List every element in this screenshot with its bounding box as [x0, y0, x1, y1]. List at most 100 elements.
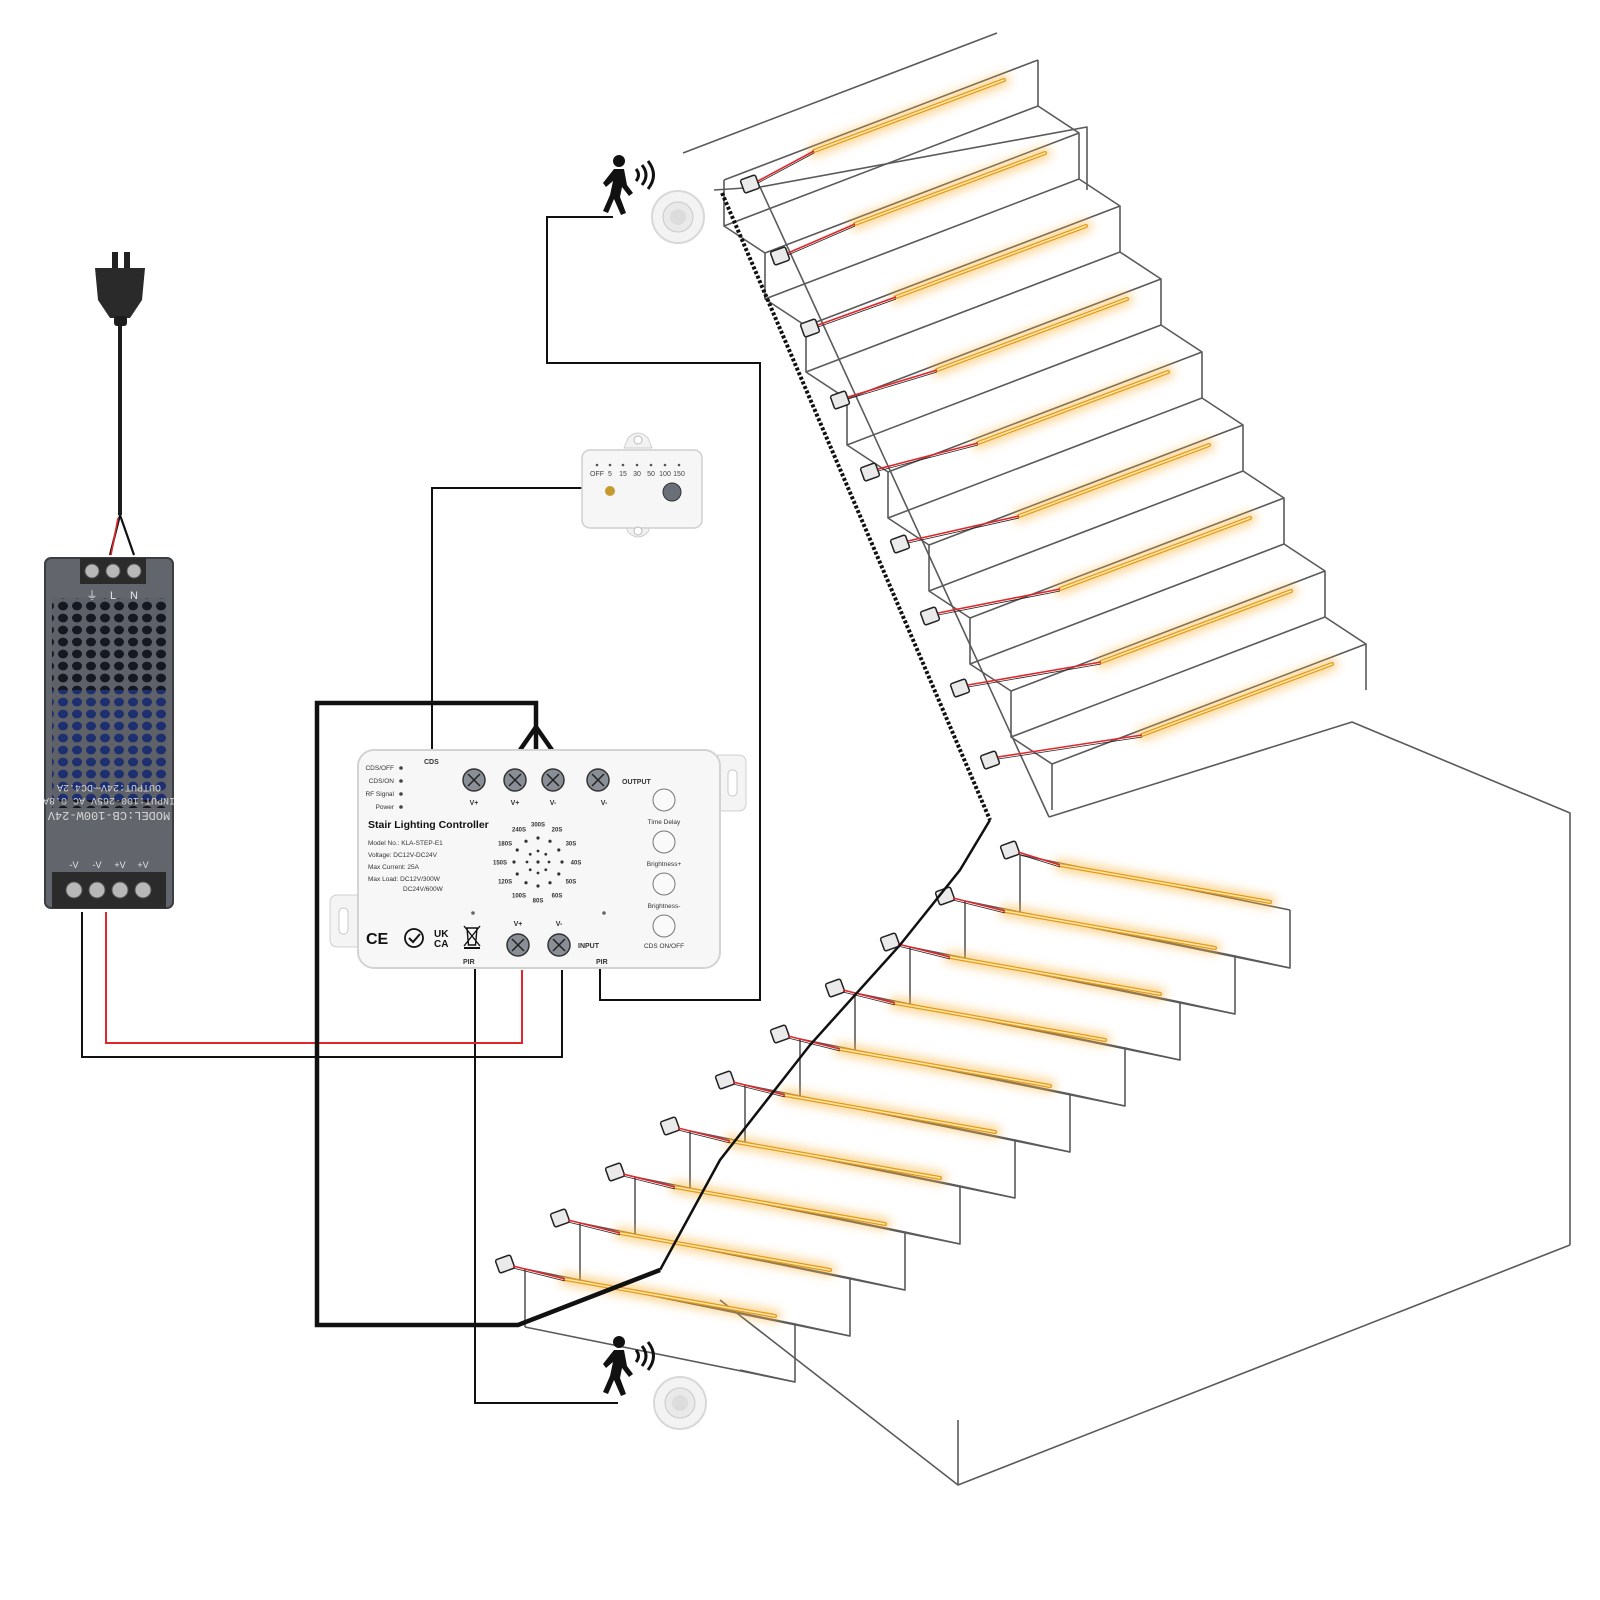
cds-toggle-button[interactable] — [652, 914, 676, 938]
brightness-up-label: Brightness+ — [647, 861, 682, 868]
psu-terminal-v4: +V — [137, 860, 148, 870]
status-label-cds-off: CDS/OFF — [365, 765, 394, 772]
led-strip — [808, 74, 1010, 157]
spec-model: Model No.: KLA-STEP-E1 — [368, 840, 443, 847]
wiring — [81, 216, 761, 1404]
landing — [1048, 721, 1571, 1245]
bottom-pir-wire — [474, 960, 618, 1404]
ce-mark: CE — [366, 931, 389, 948]
lower-flight-front-edge — [739, 910, 1291, 1383]
weee-bin-icon — [463, 925, 481, 949]
sensitivity-label: 15 — [619, 471, 627, 478]
cable-connector — [494, 1254, 516, 1274]
rohs-icon — [404, 928, 424, 948]
dial-label: 60S — [552, 893, 563, 899]
control-buttons: Time Delay Brightness+ Brightness- CDS O… — [644, 788, 684, 950]
output-junction-wire — [518, 723, 554, 752]
stair-lighting-controller: CDS/OFF CDS/ON RF Signal Power CDS V+ V+ — [329, 749, 747, 969]
bottom-pir-sensor — [603, 1336, 707, 1430]
led-strip — [724, 1135, 946, 1184]
light-sensor-wire — [431, 487, 585, 755]
sensitivity-label: 150 — [673, 471, 685, 478]
led-strip — [669, 1181, 891, 1230]
cable-connector — [979, 750, 1001, 770]
sensitivity-knob[interactable] — [662, 482, 682, 502]
input-terminal-label-negative: V- — [556, 921, 563, 928]
output-terminal-label-1: V+ — [470, 800, 479, 807]
brightness-up-button[interactable] — [652, 830, 676, 854]
led-strip — [1095, 585, 1297, 668]
led-strip — [972, 366, 1174, 449]
cable-connector — [999, 840, 1021, 860]
psu-terminal-v1: -V — [70, 860, 79, 870]
led-strip — [834, 1043, 1056, 1092]
top-pir-wire — [546, 216, 761, 1001]
led-strip — [1013, 439, 1215, 522]
psu-negative-wire — [81, 912, 563, 1058]
dial-label: 100S — [512, 893, 526, 899]
psu-terminal-v2: -V — [93, 860, 102, 870]
input-terminal-label-positive: V+ — [514, 921, 523, 928]
power-supply: ⏚ L N MODEL:CB-100W-24V INPUT:100-265V A… — [43, 557, 175, 909]
sensitivity-label: 30 — [633, 471, 641, 478]
certification-marks: CE UK CA — [366, 925, 481, 950]
cable-connector — [829, 390, 851, 410]
cable-connector — [769, 246, 791, 266]
led-strip — [889, 997, 1111, 1046]
pir-port-left-label: PIR — [463, 959, 475, 966]
input-label: INPUT — [578, 943, 600, 950]
output-label: OUTPUT — [622, 779, 652, 786]
step-led-strips — [559, 74, 1338, 1322]
cable-connector — [739, 174, 761, 194]
walking-person-icon — [603, 155, 655, 215]
led-strip — [890, 220, 1092, 303]
output-terminals: V+ V+ V- V- OUTPUT — [462, 768, 652, 807]
led-strip — [614, 1227, 836, 1276]
dial-label: 50S — [566, 880, 577, 886]
dial-label: 240S — [512, 828, 526, 834]
ukca-mark-top: UK — [434, 929, 449, 940]
dial-label: 30S — [566, 842, 577, 848]
psu-output-label: OUTPUT:24V⎓DC4.2A — [57, 781, 161, 792]
cable-connector — [604, 1162, 626, 1182]
led-strip — [931, 293, 1133, 376]
status-label-power: Power — [376, 804, 395, 811]
dial-label: 150S — [493, 861, 507, 867]
cable-connector — [659, 1116, 681, 1136]
psu-positive-wire — [105, 912, 523, 1044]
sensitivity-label: 5 — [608, 471, 612, 478]
pir-port-right-label: PIR — [596, 959, 608, 966]
cds-label: CDS — [424, 759, 439, 766]
led-strip — [944, 951, 1166, 1000]
dial-label: 300S — [531, 823, 545, 829]
time-delay-button[interactable] — [652, 788, 676, 812]
sensitivity-label: 50 — [647, 471, 655, 478]
dial-label: 120S — [498, 880, 512, 886]
power-plug — [95, 252, 145, 326]
psu-terminal-earth: ⏚ — [87, 589, 98, 602]
led-strip — [849, 147, 1051, 230]
dial-label: 180S — [498, 842, 512, 848]
sensitivity-label: OFF — [590, 471, 604, 478]
spec-current: Max Current: 25A — [368, 864, 420, 871]
psu-model-label: MODEL:CB-100W-24V — [47, 808, 170, 822]
led-strip — [1054, 512, 1256, 595]
brightness-down-label: Brightness- — [648, 903, 681, 910]
cable-connector — [879, 932, 901, 952]
brightness-down-button[interactable] — [652, 872, 676, 896]
status-label-cds-on: CDS/ON — [369, 778, 395, 785]
cable-connector — [769, 1024, 791, 1044]
status-label-rf-signal: RF Signal — [365, 791, 394, 798]
stair-daisy-chain-cable — [494, 150, 1143, 1282]
upper-flight-back-edge — [1037, 60, 1367, 690]
walking-person-icon — [603, 1336, 655, 1396]
psu-terminal-n: N — [130, 590, 138, 602]
input-terminals: V+ V- INPUT — [506, 921, 600, 957]
output-terminal-label-4: V- — [601, 800, 608, 807]
dial-label: 80S — [533, 899, 544, 905]
ukca-mark-bottom: CA — [434, 939, 448, 950]
sensitivity-label: 100 — [659, 471, 671, 478]
time-delay-label: Time Delay — [648, 819, 681, 826]
